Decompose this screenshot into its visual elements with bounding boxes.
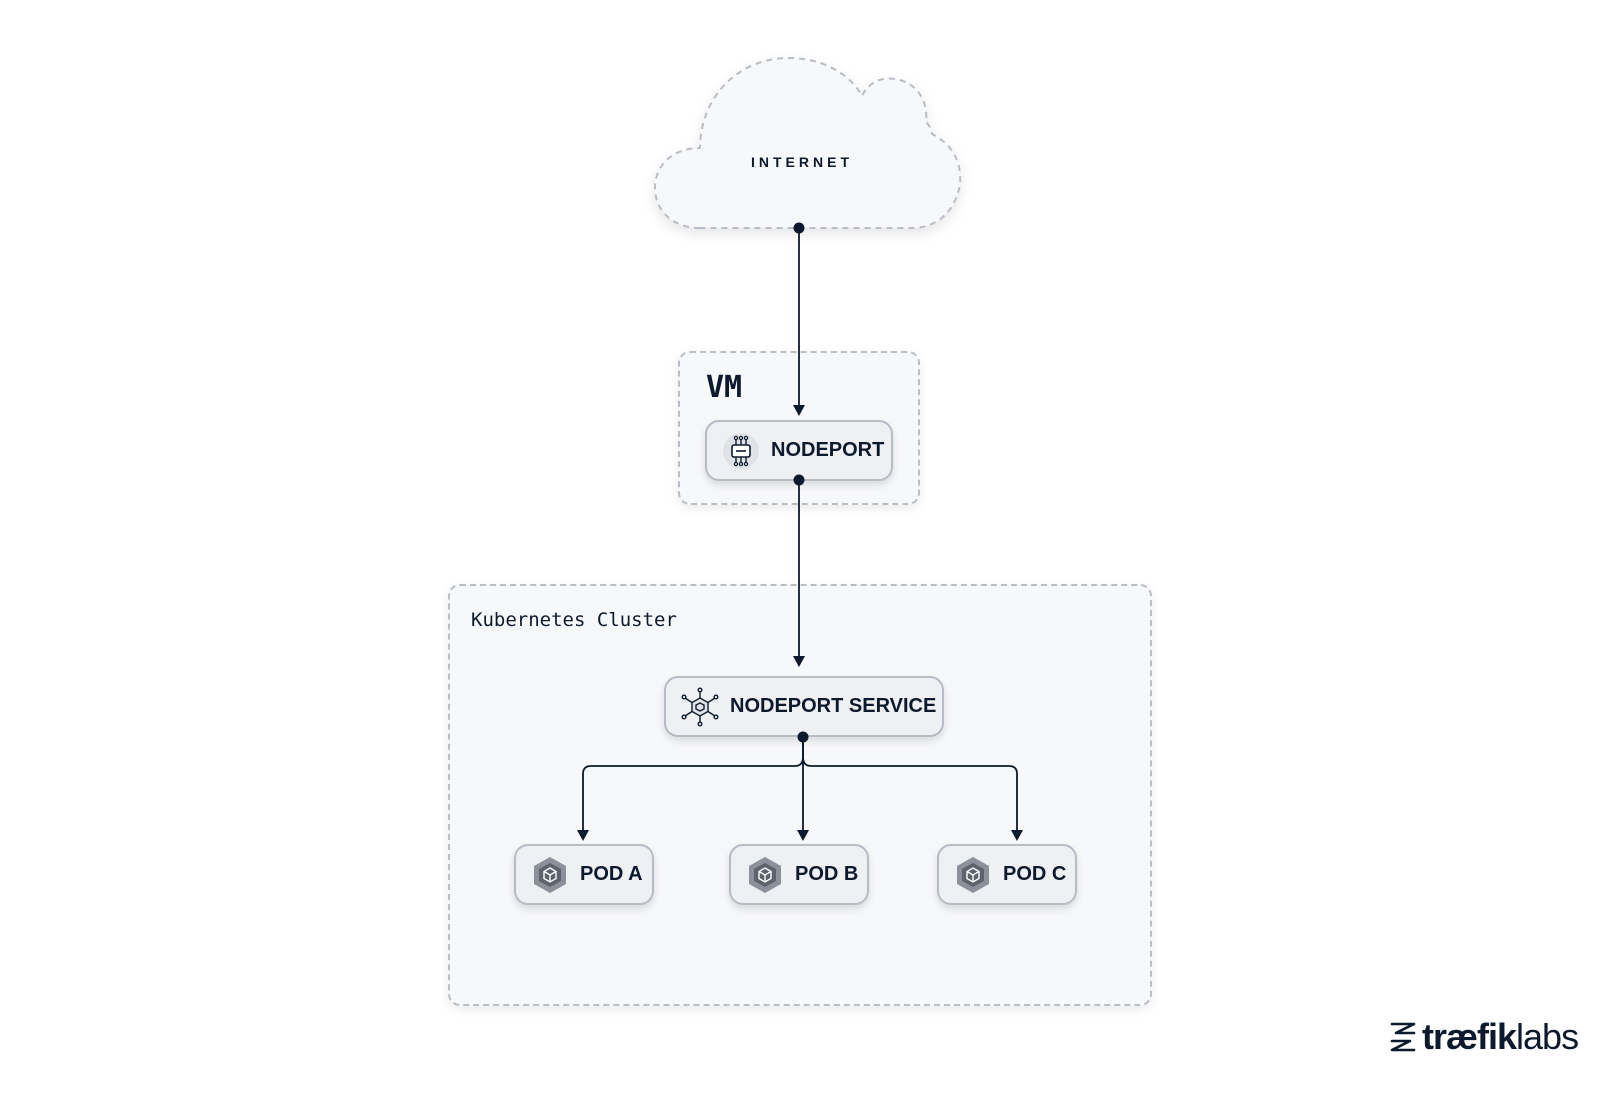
nodeport-service-node: NODEPORT SERVICE — [664, 676, 944, 737]
pod-b-label: POD B — [795, 863, 859, 885]
kubernetes-cluster-container — [448, 584, 1152, 1006]
logo-text-bold: træfik — [1422, 1016, 1517, 1057]
hexagon-cube-icon — [749, 856, 781, 893]
pod-b-node: POD B — [729, 844, 869, 905]
pod-c-node: POD C — [937, 844, 1077, 905]
nodeport-label: NODEPORT — [771, 439, 885, 461]
nodeport-service-label: NODEPORT SERVICE — [730, 695, 937, 717]
hexagon-cube-icon — [957, 856, 989, 893]
pod-a-node: POD A — [514, 844, 654, 905]
traefik-labs-logo: træfiklabs — [1388, 1016, 1579, 1058]
pod-c-label: POD C — [1003, 863, 1067, 885]
nodeport-node: NODEPORT — [705, 420, 893, 481]
hexagon-cube-icon — [534, 856, 566, 893]
internet-cloud — [653, 56, 962, 229]
logo-text-light: labs — [1516, 1016, 1579, 1057]
hexagon-network-icon — [681, 687, 719, 727]
traefik-logo-icon — [1390, 1022, 1416, 1052]
pod-a-label: POD A — [580, 863, 643, 885]
chip-icon — [723, 432, 759, 469]
traefik-labs-wordmark: træfiklabs — [1422, 1016, 1579, 1058]
vm-label: VM — [706, 370, 743, 405]
internet-label: INTERNET — [751, 154, 853, 170]
kubernetes-cluster-label: Kubernetes Cluster — [471, 609, 677, 631]
